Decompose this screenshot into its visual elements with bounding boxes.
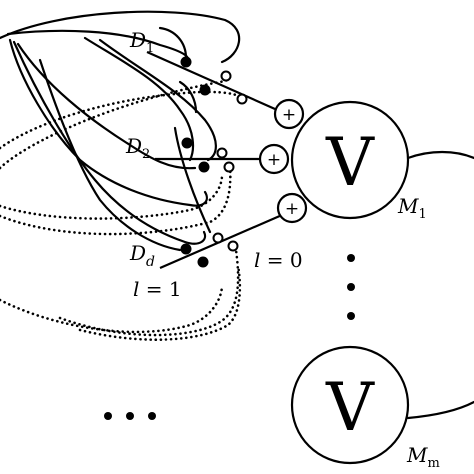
synapse-dd-open-2: [227, 240, 239, 252]
horizontal-ellipsis: [104, 412, 156, 420]
dotted-wires: [0, 74, 244, 341]
dot-wire-7: [78, 263, 242, 341]
wire-d2-loop: [98, 38, 217, 162]
neuron-mm-glyph: V: [325, 369, 375, 446]
wire-d1-up: [158, 26, 188, 60]
wire-left-arc-2: [12, 40, 207, 245]
label-l-one: l = 1: [133, 277, 182, 301]
bus-d1: [146, 50, 276, 111]
synapse-d1-filled-2: [199, 84, 211, 96]
plus-sign-1: +: [282, 105, 296, 125]
synapse-dd-open-1: [212, 232, 224, 244]
synapse-dd-filled-2: [197, 256, 209, 268]
dot-wire-3: [0, 173, 224, 220]
plus-sign-3: +: [285, 199, 299, 219]
hdot-1: [104, 412, 112, 420]
wire-top-loop: [0, 10, 241, 64]
wire-mid-cross: [38, 58, 182, 252]
synapse-dd-filled-1: [180, 243, 192, 255]
wire-output-m1: [406, 150, 474, 160]
dot-wire-6: [58, 248, 240, 337]
wire-dd-up: [173, 126, 212, 234]
plus-sign-2: +: [267, 150, 281, 170]
dot-wire-4: [0, 166, 232, 236]
vdot-2: [347, 283, 355, 291]
synapses: [180, 56, 248, 268]
hdot-2: [126, 412, 134, 420]
synapse-d2-filled-1: [181, 137, 193, 149]
synapse-d2-open-1: [216, 147, 228, 159]
dot-wire-1: [0, 90, 244, 150]
wire-d1-loop: [83, 36, 195, 162]
wire-output-mm: [406, 400, 474, 420]
dot-wire-2: [0, 74, 232, 170]
neuron-mm-label: Mm: [406, 443, 440, 471]
label-d2: D2: [125, 134, 150, 162]
neuron-m1-glyph: V: [325, 124, 375, 201]
synapse-d1-open-1: [220, 70, 232, 82]
wire-left-arc-3: [16, 42, 197, 170]
synapse-d1-open-2: [236, 93, 248, 105]
plus-node-3: +: [276, 192, 308, 224]
plus-node-1: +: [273, 98, 305, 130]
synapse-d2-filled-2: [198, 161, 210, 173]
synapse-d2-open-2: [223, 161, 235, 173]
neuron-m1-label: M1: [397, 194, 427, 222]
synapse-d1-filled-1: [180, 56, 192, 68]
solid-wires: [0, 10, 474, 420]
vdot-1: [347, 254, 355, 262]
plus-node-2: +: [258, 143, 290, 175]
label-dd: Dd: [129, 241, 155, 270]
dot-wire-5: [0, 283, 224, 334]
hdot-3: [148, 412, 156, 420]
vdot-3: [347, 312, 355, 320]
label-l-zero: l = 0: [254, 248, 303, 272]
vertical-ellipsis: [347, 254, 355, 320]
wire-d2-up: [178, 80, 198, 114]
neuron-mm: V: [290, 345, 410, 465]
label-d1: D1: [129, 28, 154, 56]
neuron-m1: V: [290, 100, 410, 220]
